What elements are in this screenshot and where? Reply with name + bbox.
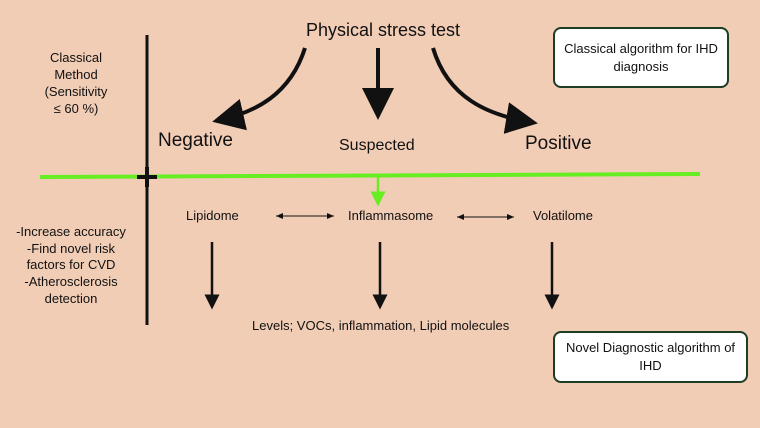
novel-algorithm-label: Novel Diagnostic algorithm of IHD <box>565 340 736 373</box>
novel-benefits-text: -Increase accuracy -Find novel risk fact… <box>6 224 136 307</box>
arrow-to-positive <box>431 47 538 134</box>
benefit-line: detection <box>44 290 98 306</box>
arrow-to-negative <box>212 47 307 131</box>
benefit-line: -Atherosclerosis <box>24 273 118 289</box>
classical-method-line: Classical <box>49 50 102 65</box>
suspected-label: Suspected <box>339 137 415 154</box>
negative-label: Negative <box>158 130 233 151</box>
positive-label: Positive <box>525 133 592 154</box>
benefit-line: -Increase accuracy <box>16 224 126 239</box>
physical-stress-test-label: Physical stress test <box>305 20 461 40</box>
inflammasome-label: Inflammasome <box>348 208 434 223</box>
levels-label: Levels; VOCs, inflammation, Lipid molecu… <box>252 318 510 333</box>
lipidome-label: Lipidome <box>186 208 239 223</box>
classical-method-text: Classical Method (Sensitivity ≤ 60 %) <box>28 50 124 118</box>
classical-algorithm-box: Classical algorithm for IHD diagnosis <box>553 27 729 88</box>
novel-algorithm-box: Novel Diagnostic algorithm of IHD <box>553 331 748 383</box>
classical-method-line: Method <box>54 66 98 82</box>
benefit-line: -Find novel risk <box>26 240 116 256</box>
classical-method-line: (Sensitivity <box>44 83 108 99</box>
benefit-line: factors for CVD <box>26 257 116 273</box>
classical-algorithm-label: Classical algorithm for IHD diagnosis <box>564 40 718 74</box>
classical-method-line: ≤ 60 %) <box>53 100 99 116</box>
volatilome-label: Volatilome <box>533 208 593 223</box>
